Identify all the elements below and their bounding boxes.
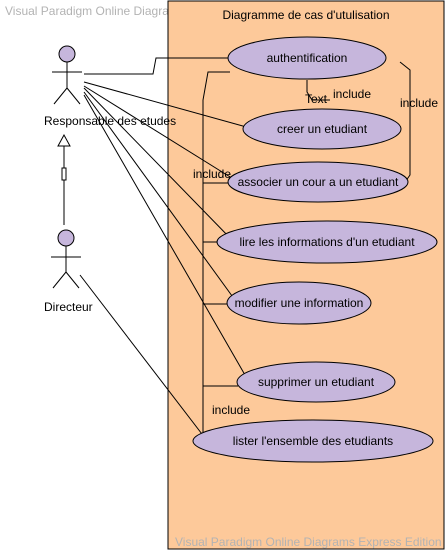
- system-boundary-title: Diagramme de cas d'utulisation: [222, 8, 389, 22]
- actor-directeur-head-icon: [57, 229, 75, 247]
- include-label-3: include: [193, 167, 231, 181]
- use-case-lire-informations-label: lire les informations d'un etudiant: [239, 235, 415, 249]
- include-label-4: include: [212, 403, 250, 417]
- actor-directeur[interactable]: Directeur: [44, 229, 93, 314]
- actor-directeur-label: Directeur: [44, 300, 93, 314]
- use-case-creer-etudiant[interactable]: creer un etudiant: [242, 108, 402, 150]
- use-case-supprimer-etudiant-label: supprimer un etudiant: [258, 375, 375, 389]
- use-case-lister-etudiants[interactable]: lister l'ensemble des etudiants: [192, 419, 434, 463]
- watermark-bottom: Visual Paradigm Online Diagrams Express …: [175, 535, 442, 549]
- use-case-associer-cour[interactable]: associer un cour a un etudiant: [227, 161, 409, 203]
- system-boundary[interactable]: [167, 0, 445, 550]
- include-label-1: include: [333, 87, 371, 101]
- use-case-associer-cour-label: associer un cour a un etudiant: [238, 175, 399, 189]
- use-case-lire-informations[interactable]: lire les informations d'un etudiant: [216, 220, 438, 264]
- text-label: Text: [305, 92, 328, 106]
- use-case-authentification[interactable]: authentification: [227, 36, 387, 80]
- use-case-creer-etudiant-label: creer un etudiant: [277, 122, 368, 136]
- use-case-supprimer-etudiant[interactable]: supprimer un etudiant: [236, 361, 396, 403]
- include-label-2: include: [400, 96, 438, 110]
- use-case-modifier-information-label: modifier une information: [235, 296, 364, 310]
- actor-generalization: [57, 133, 71, 225]
- use-case-modifier-information[interactable]: modifier une information: [226, 281, 372, 325]
- actor-responsable[interactable]: Responsable des etudes: [44, 45, 176, 128]
- use-case-lister-etudiants-label: lister l'ensemble des etudiants: [233, 434, 393, 448]
- association-lines: [79, 57, 251, 439]
- actor-responsable-label: Responsable des etudes: [44, 114, 176, 128]
- actor-responsable-head-icon: [58, 45, 76, 63]
- use-case-authentification-label: authentification: [267, 51, 348, 65]
- actor-responsable-label-text: Responsable des etudes: [44, 114, 176, 128]
